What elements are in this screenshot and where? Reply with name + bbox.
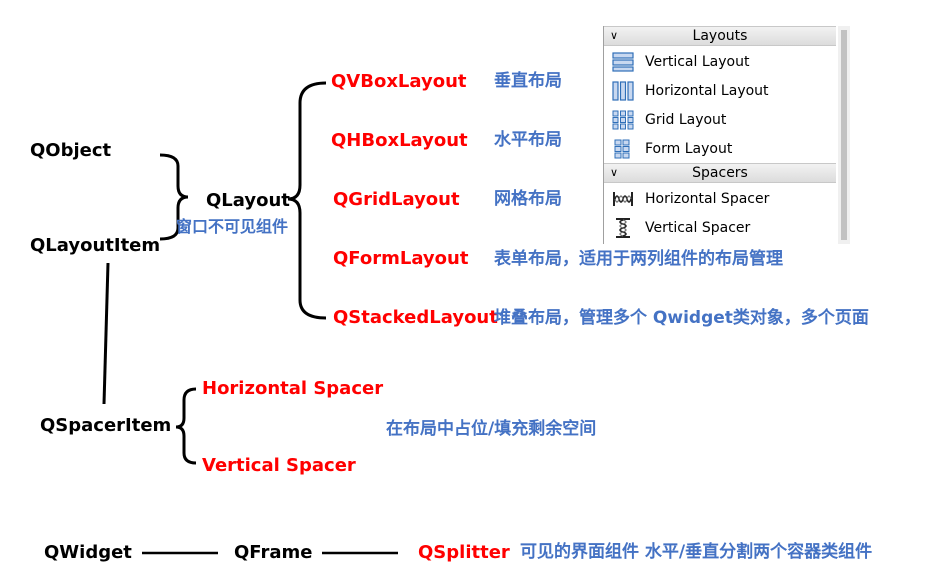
chevron-down-icon: ∨ [610, 29, 619, 42]
qvboxlayout-desc: 垂直布局 [494, 71, 562, 91]
qspaceritem-label: QSpacerItem [40, 415, 172, 436]
scrollbar[interactable] [838, 26, 850, 244]
widget-box-item-vertical-spacer[interactable]: Vertical Spacer [604, 213, 836, 242]
item-label: Grid Layout [645, 112, 727, 128]
section-title: Layouts [692, 28, 748, 44]
qhboxlayout-label: QHBoxLayout [331, 130, 468, 151]
section-title: Spacers [692, 165, 748, 181]
vertical-spacer-icon [616, 218, 630, 238]
horizontal-spacer-icon [613, 192, 633, 206]
layouts-section-header[interactable]: ∨ Layouts [604, 26, 836, 46]
qlayoutitem-label: QLayoutItem [30, 235, 161, 256]
brace-layouts [287, 81, 327, 320]
qsplitter-label: QSplitter [418, 542, 510, 563]
spacers-section-header[interactable]: ∨ Spacers [604, 163, 836, 183]
widget-box-item-horizontal-layout[interactable]: Horizontal Layout [604, 76, 836, 105]
qhboxlayout-desc: 水平布局 [494, 130, 562, 150]
scrollbar-thumb[interactable] [841, 30, 847, 240]
line-layoutitem-spaceritem [102, 262, 110, 405]
qobject-label: QObject [30, 140, 112, 161]
spacer-desc: 在布局中占位/填充剩余空间 [386, 419, 597, 439]
widget-box-item-vertical-layout[interactable]: Vertical Layout [604, 47, 836, 76]
brace-qlayout [159, 153, 189, 241]
qgridlayout-label: QGridLayout [333, 189, 460, 210]
widget-box-item-horizontal-spacer[interactable]: Horizontal Spacer [604, 184, 836, 213]
item-label: Vertical Spacer [645, 220, 751, 236]
form-layout-icon [614, 139, 630, 159]
horizontal-spacer-label: Horizontal Spacer [202, 378, 384, 399]
item-label: Vertical Layout [645, 54, 750, 70]
horizontal-layout-icon [612, 81, 634, 101]
item-label: Form Layout [645, 141, 733, 157]
qvboxlayout-label: QVBoxLayout [331, 71, 467, 92]
widget-box-item-form-layout[interactable]: Form Layout [604, 134, 836, 163]
vertical-layout-icon [612, 52, 634, 72]
qformlayout-label: QFormLayout [333, 248, 469, 269]
qframe-label: QFrame [234, 542, 313, 563]
chevron-down-icon: ∨ [610, 166, 619, 179]
qformlayout-desc: 表单布局，适用于两列组件的布局管理 [494, 249, 783, 269]
qgridlayout-desc: 网格布局 [494, 189, 562, 209]
qlayout-label: QLayout [206, 190, 290, 211]
vertical-spacer-label: Vertical Spacer [202, 455, 356, 476]
qlayout-note: 窗口不可见组件 [176, 217, 289, 236]
qstackedlayout-label: QStackedLayout [333, 307, 498, 328]
item-label: Horizontal Spacer [645, 191, 770, 207]
qstackedlayout-desc: 堆叠布局，管理多个 Qwidget类对象，多个页面 [494, 308, 869, 328]
brace-spacers [175, 387, 197, 465]
widget-box-item-grid-layout[interactable]: Grid Layout [604, 105, 836, 134]
grid-layout-icon [612, 110, 634, 130]
qwidget-label: QWidget [44, 542, 132, 563]
item-label: Horizontal Layout [645, 83, 769, 99]
widget-box-panel: ∨ Layouts Vertical Layout Horizontal Lay… [603, 26, 850, 244]
qsplitter-desc: 可见的界面组件 水平/垂直分割两个容器类组件 [520, 542, 873, 562]
